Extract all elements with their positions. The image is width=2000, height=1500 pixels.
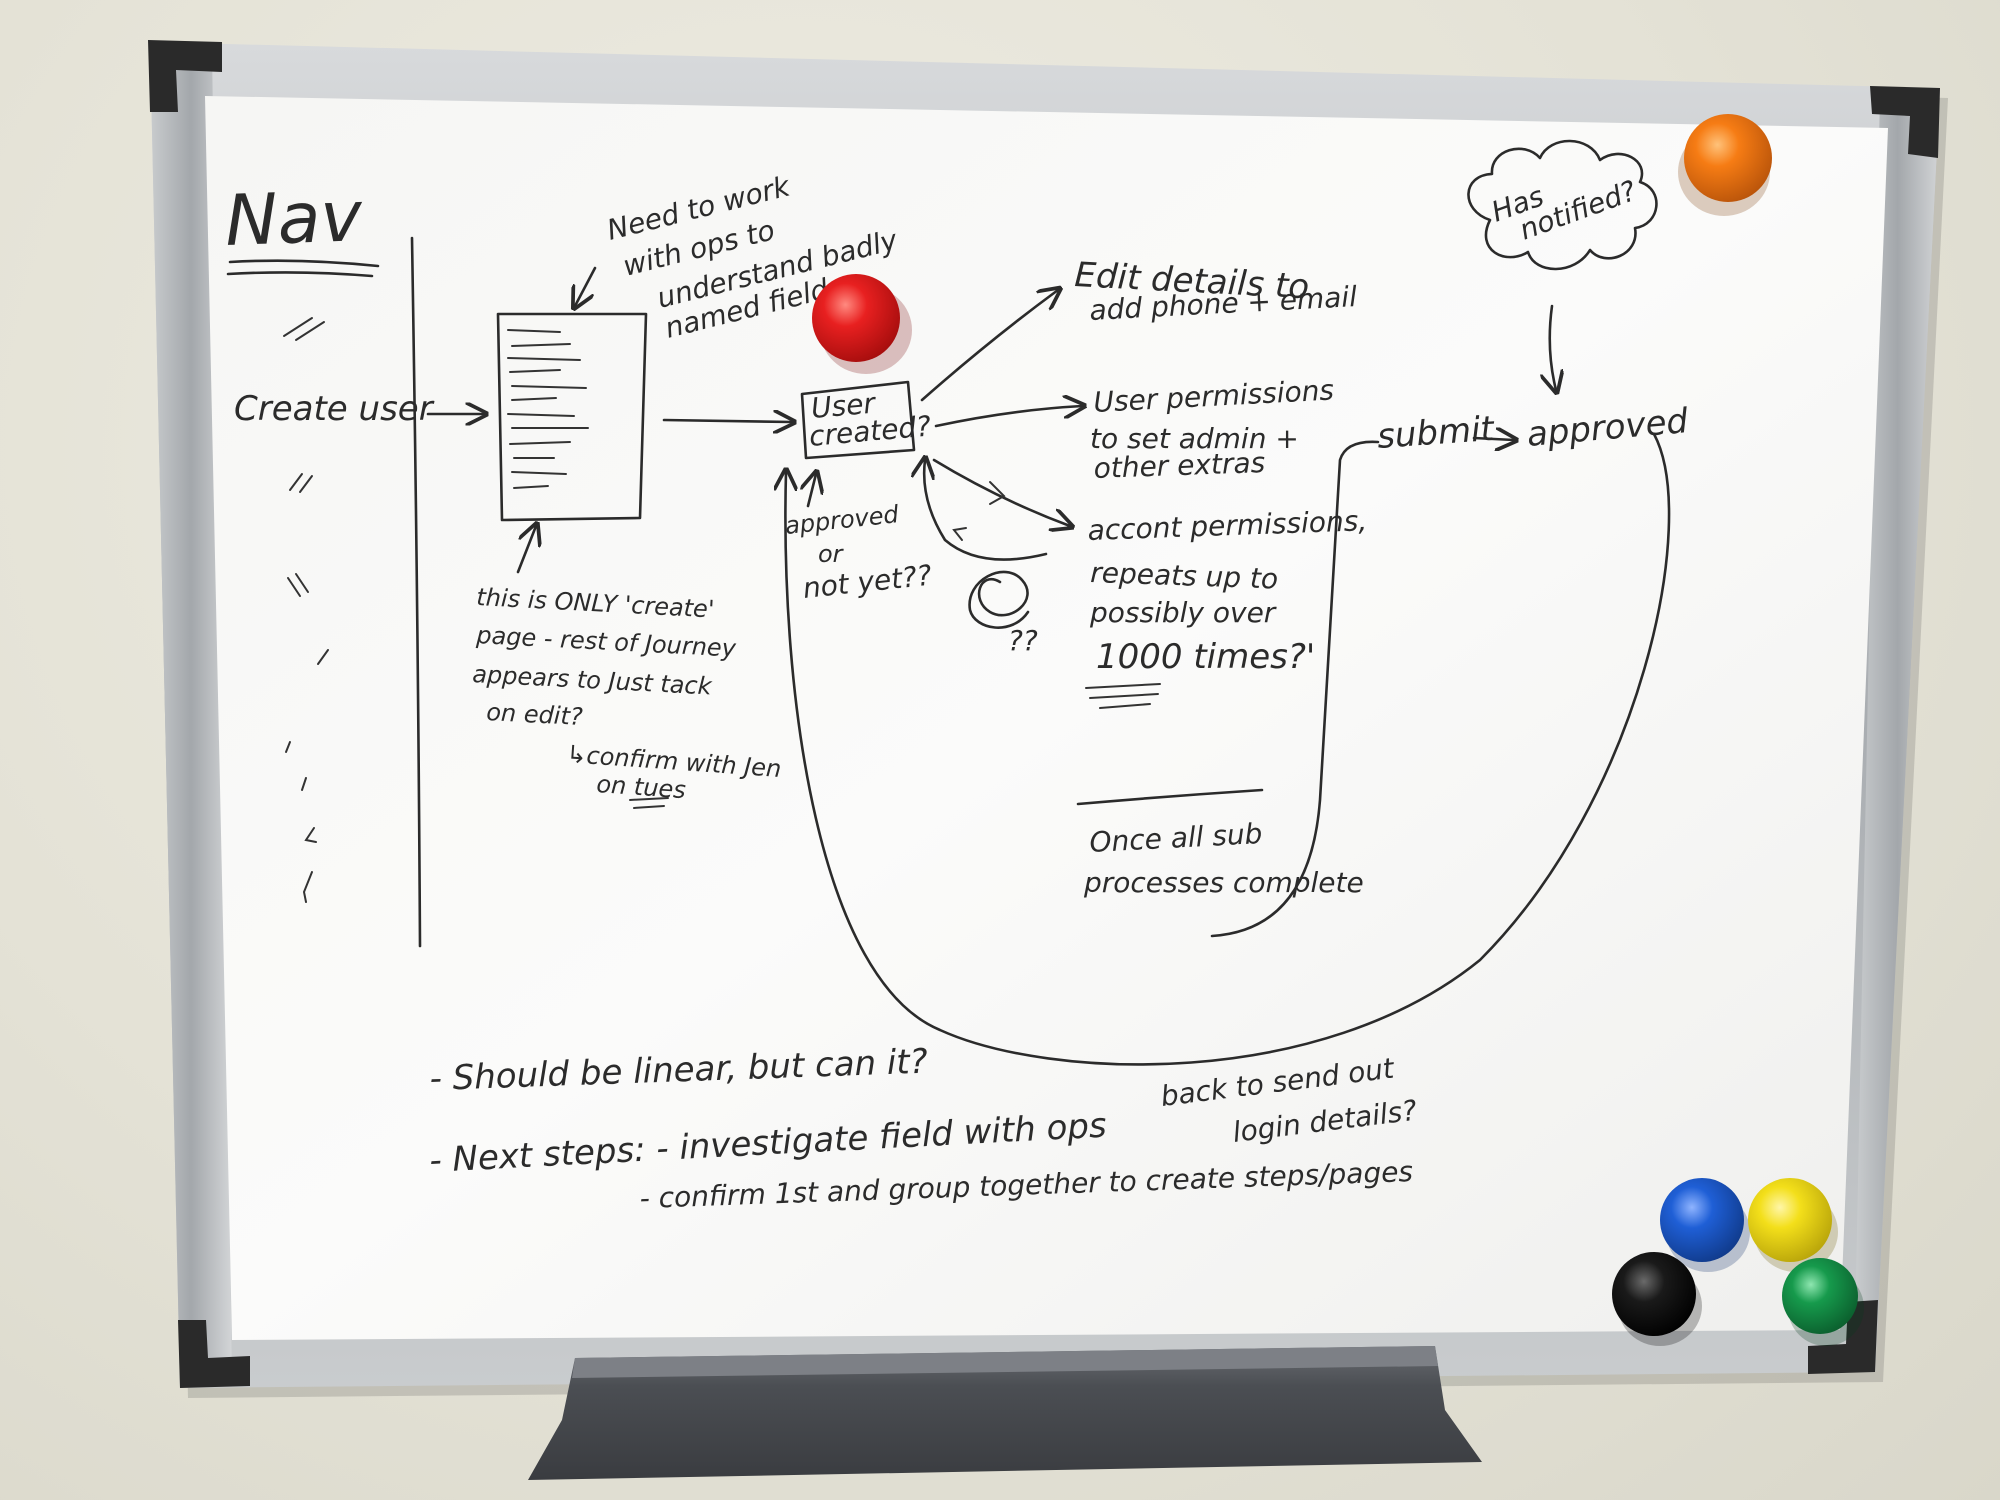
- user-permissions-line-3: other extras: [1093, 446, 1266, 485]
- nav-item-create-user: Create user: [234, 389, 435, 429]
- once-all-line-2: processes complete: [1083, 866, 1364, 899]
- account-permissions-line-4: 1000 times?': [1096, 637, 1315, 677]
- orange-magnet[interactable]: [1678, 114, 1772, 216]
- marker-tray: [528, 1346, 1482, 1480]
- question-marks: ??: [1008, 624, 1038, 657]
- approved-or-line-2: or: [818, 540, 845, 568]
- frame-corner-tl: [148, 40, 222, 112]
- green-magnet[interactable]: [1782, 1258, 1864, 1346]
- account-permissions-line-2: repeats up to: [1090, 556, 1279, 596]
- yellow-magnet[interactable]: [1748, 1178, 1838, 1272]
- red-magnet[interactable]: [812, 274, 912, 374]
- frame-corner-bl: [178, 1320, 250, 1388]
- frame-corner-br: [1808, 1300, 1878, 1374]
- account-permissions-line-3: possibly over: [1089, 596, 1277, 629]
- frame-corner-tr: [1870, 86, 1940, 158]
- submit-label: submit: [1376, 409, 1497, 457]
- user-created-line-1: User: [810, 386, 878, 425]
- nav-section: Nav Create user: [224, 175, 435, 948]
- whiteboard-frame: [148, 40, 1948, 1398]
- create-page-sketch: [496, 312, 648, 522]
- whiteboard-surface: [205, 96, 1888, 1340]
- blue-magnet[interactable]: [1660, 1178, 1750, 1272]
- nav-title: Nav: [224, 175, 365, 262]
- only-create-line-4: on edit?: [486, 698, 584, 731]
- user-permissions-line-2: to set admin +: [1090, 422, 1299, 455]
- black-magnet[interactable]: [1612, 1252, 1702, 1346]
